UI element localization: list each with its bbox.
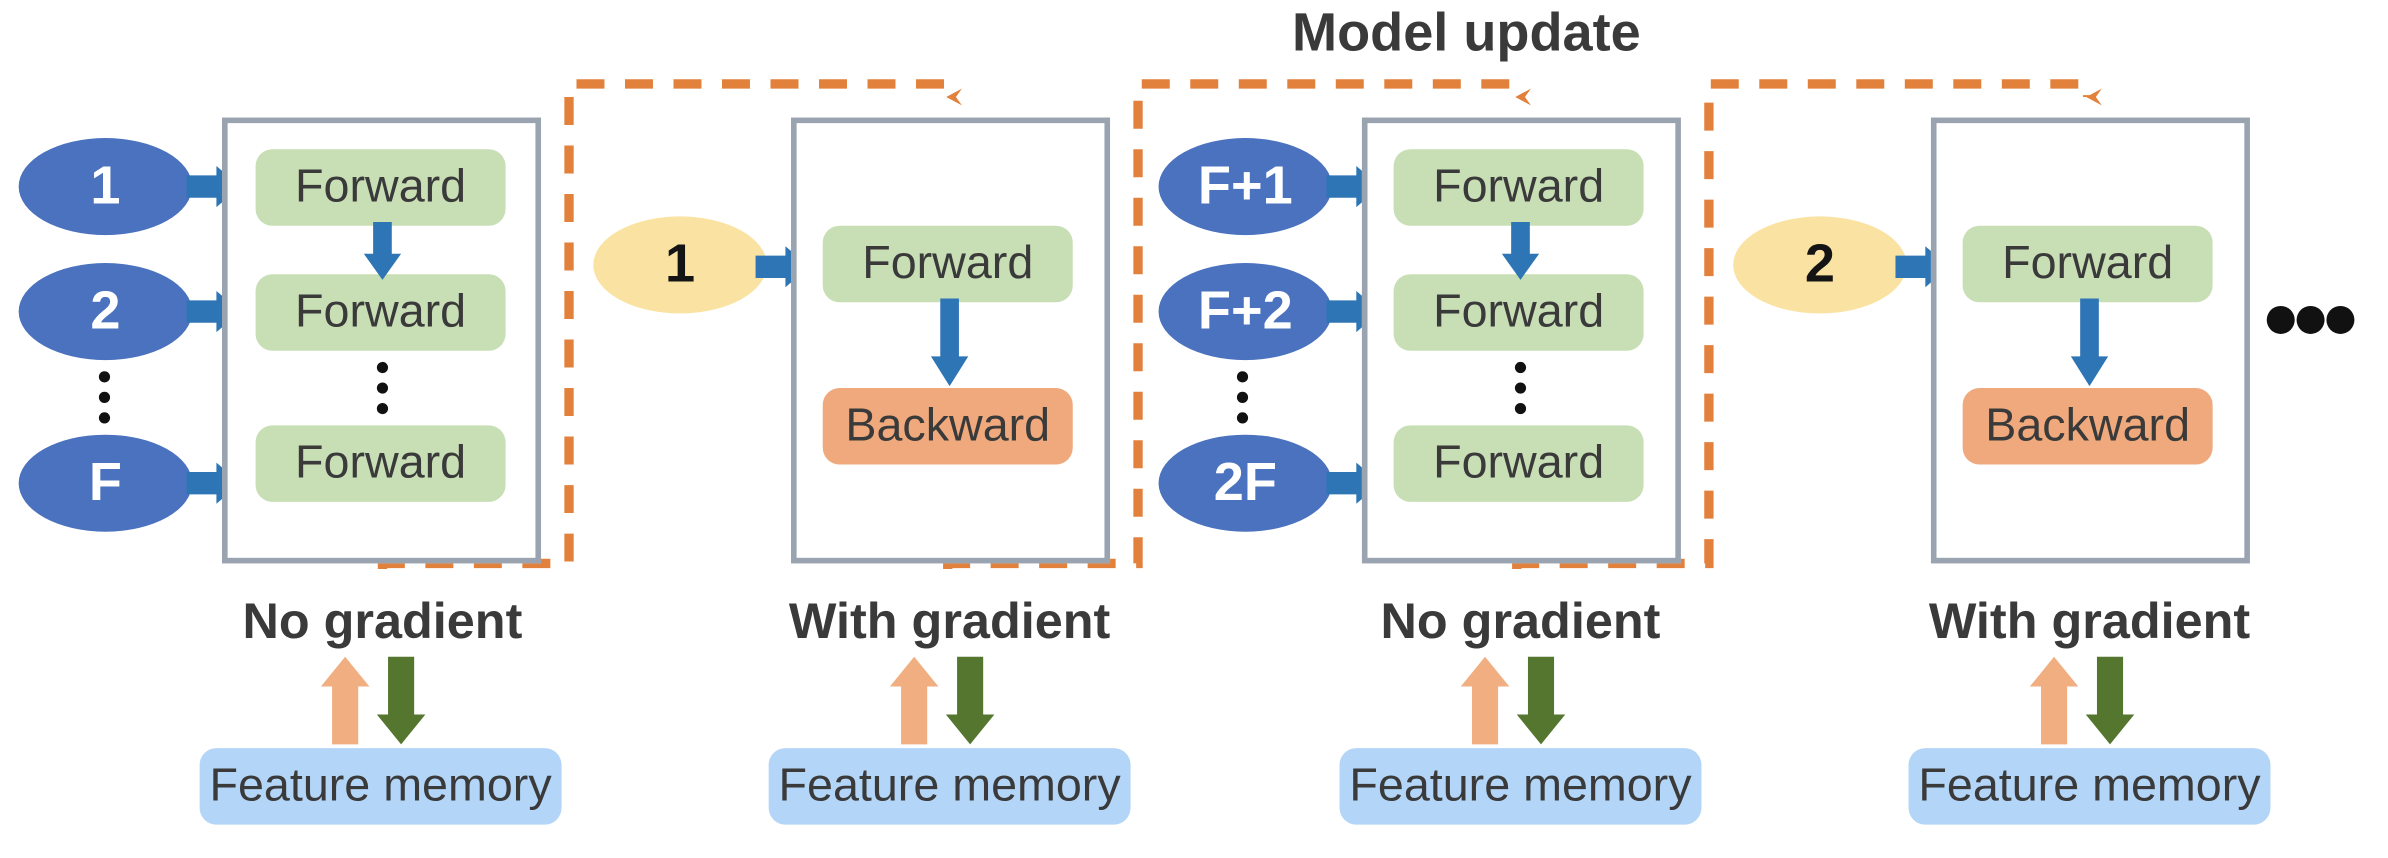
gradient-label-stage4: With gradient <box>1928 593 2251 650</box>
memory-io-arrows-stage4 <box>2029 656 2135 745</box>
minibatch-ellipse-F[interactable]: F <box>18 434 193 532</box>
forward-block-3-1: Forward <box>1393 149 1644 226</box>
block-vertical-dots-stage3 <box>1513 361 1526 415</box>
dashed-route-stage1-to-stage2 <box>377 79 962 570</box>
minibatch-ellipse-model-1[interactable]: 1 <box>593 216 767 314</box>
forward-block-3-3: Forward <box>1393 425 1644 502</box>
feature-retrieve-arrow-up <box>2029 656 2079 745</box>
feature-update-arrow-down <box>945 656 995 745</box>
backward-block-2-1: Backward <box>822 388 1073 465</box>
internal-forward-arrow-stage2 <box>930 298 969 387</box>
gradient-label-stage3: No gradient <box>1380 593 1661 650</box>
feature-memory-box-1: Feature memory <box>199 748 562 825</box>
backward-block-4-1: Backward <box>1962 388 2213 465</box>
forward-block-1-2: Forward <box>255 274 506 351</box>
forward-block-4-1: Forward <box>1962 225 2213 303</box>
dashed-route-stage3-to-stage4 <box>1512 79 2102 570</box>
feature-update-arrow-down <box>376 656 426 745</box>
model-update-title: Model update <box>1292 3 1641 64</box>
memory-io-arrows-stage3 <box>1460 656 1566 745</box>
gradient-label-stage2: With gradient <box>788 593 1111 650</box>
feature-memory-box-3: Feature memory <box>1339 748 1702 825</box>
forward-block-1-3: Forward <box>255 425 506 502</box>
feature-update-arrow-down <box>2085 656 2135 745</box>
minibatch-vertical-dots-stage1 <box>97 371 110 424</box>
block-vertical-dots-stage1 <box>375 361 388 415</box>
feature-memory-box-2: Feature memory <box>768 748 1131 825</box>
memory-io-arrows-stage2 <box>889 656 995 745</box>
gradient-label-stage1: No gradient <box>242 593 523 650</box>
forward-block-3-2: Forward <box>1393 274 1644 351</box>
minibatch-ellipse-model-2[interactable]: 2 <box>1733 216 1907 314</box>
minibatch-ellipse-2F[interactable]: 2F <box>1158 434 1333 532</box>
internal-forward-arrow-stage4 <box>2070 298 2109 387</box>
feature-update-arrow-down <box>1516 656 1566 745</box>
minibatch-ellipse-1[interactable]: 1 <box>18 138 193 236</box>
feature-retrieve-arrow-up <box>1460 656 1510 745</box>
memory-io-arrows-stage1 <box>320 656 426 745</box>
minibatch-ellipse-2[interactable]: 2 <box>18 263 193 361</box>
internal-forward-arrow-stage3 <box>1501 222 1540 280</box>
feature-retrieve-arrow-up <box>889 656 939 745</box>
feature-retrieve-arrow-up <box>320 656 370 745</box>
minibatch-vertical-dots-stage3 <box>1235 371 1248 424</box>
dashed-route-stage2-to-stage3 <box>943 79 1531 570</box>
minibatch-ellipse-F-plus-2[interactable]: F+2 <box>1158 263 1333 361</box>
minibatch-ellipse-F-plus-1[interactable]: F+1 <box>1158 138 1333 236</box>
forward-block-2-1: Forward <box>822 225 1073 303</box>
continuation-dots <box>2266 305 2355 334</box>
internal-forward-arrow-stage1 <box>363 222 402 280</box>
feature-memory-box-4: Feature memory <box>1908 748 2271 825</box>
forward-block-1-1: Forward <box>255 149 506 226</box>
